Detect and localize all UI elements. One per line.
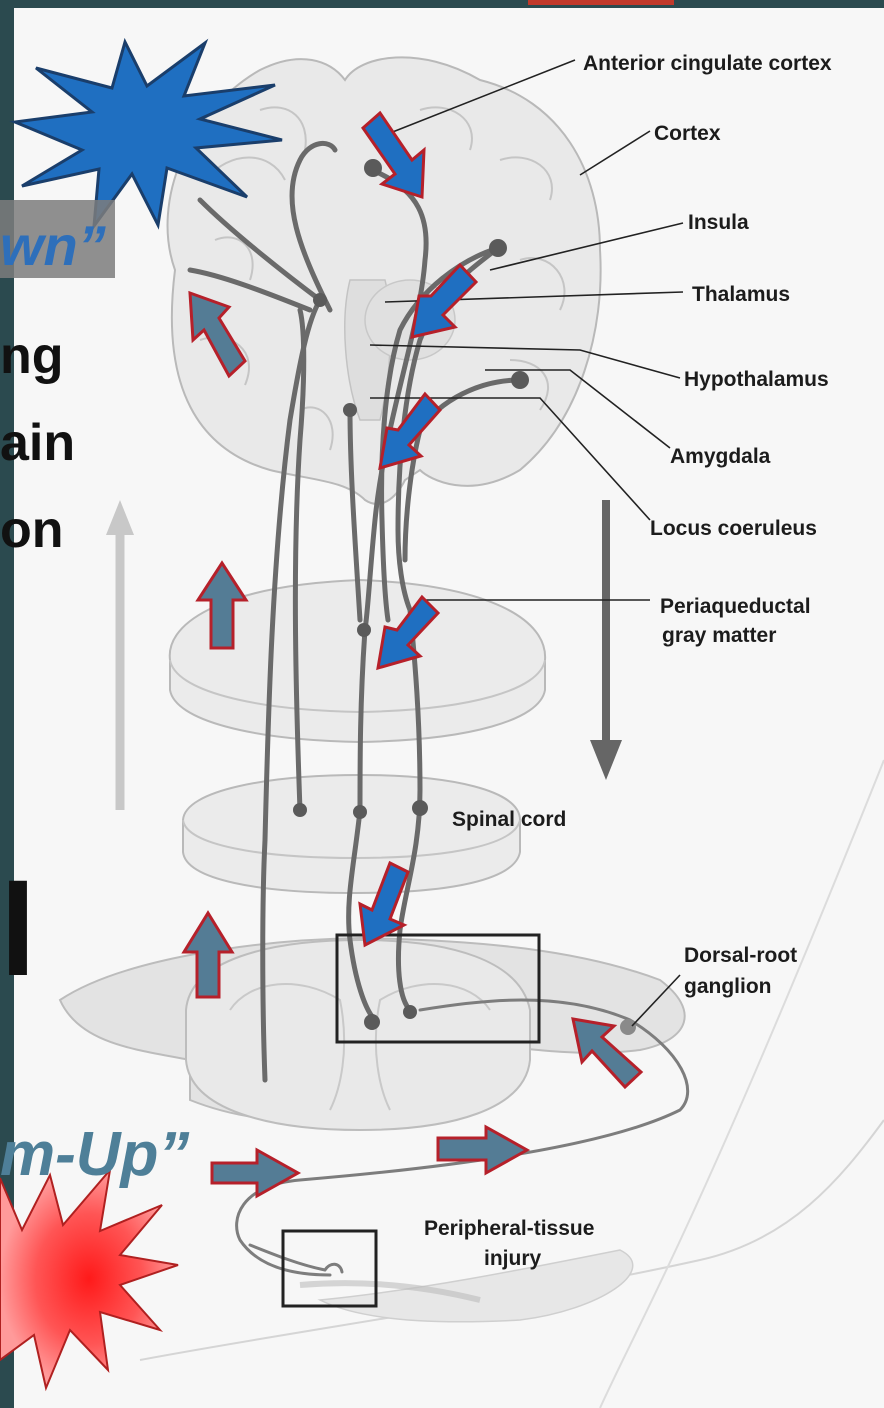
label-anterior-cingulate: Anterior cingulate cortex <box>583 52 832 75</box>
top-down-title-fragment: wn” <box>0 214 106 277</box>
label-injury-line1: Peripheral-tissue <box>424 1217 594 1240</box>
descending-direction-head <box>590 740 622 780</box>
slide-text-line-1: ng <box>0 327 64 385</box>
ascending-direction-head <box>106 500 134 535</box>
label-drg-line1: Dorsal-root <box>684 944 797 967</box>
drg-cell-body <box>620 1019 636 1035</box>
label-cortex: Cortex <box>654 122 721 145</box>
leg-outline-2 <box>600 760 884 1408</box>
label-locus-coeruleus: Locus coeruleus <box>650 517 817 540</box>
bottom-up-burst <box>0 1170 178 1388</box>
label-thalamus: Thalamus <box>692 283 790 306</box>
bottom-up-title-fragment: m-Up” <box>0 1120 189 1189</box>
label-insula: Insula <box>688 211 749 234</box>
slide-text-line-2: ain <box>0 414 75 472</box>
top-edge-bar <box>0 0 884 8</box>
slide-text-big-letter: l <box>0 857 36 1003</box>
label-drg-line2: ganglion <box>684 975 772 998</box>
label-injury-line2: injury <box>484 1247 541 1270</box>
label-pag-line2: gray matter <box>662 624 776 647</box>
slide-text-line-3: on <box>0 501 64 559</box>
label-amygdala: Amygdala <box>670 445 771 468</box>
label-spinal-cord: Spinal cord <box>452 808 566 831</box>
label-pag-line1: Periaqueductal <box>660 595 811 618</box>
top-accent-bar <box>528 0 674 5</box>
label-hypothalamus: Hypothalamus <box>684 368 829 391</box>
